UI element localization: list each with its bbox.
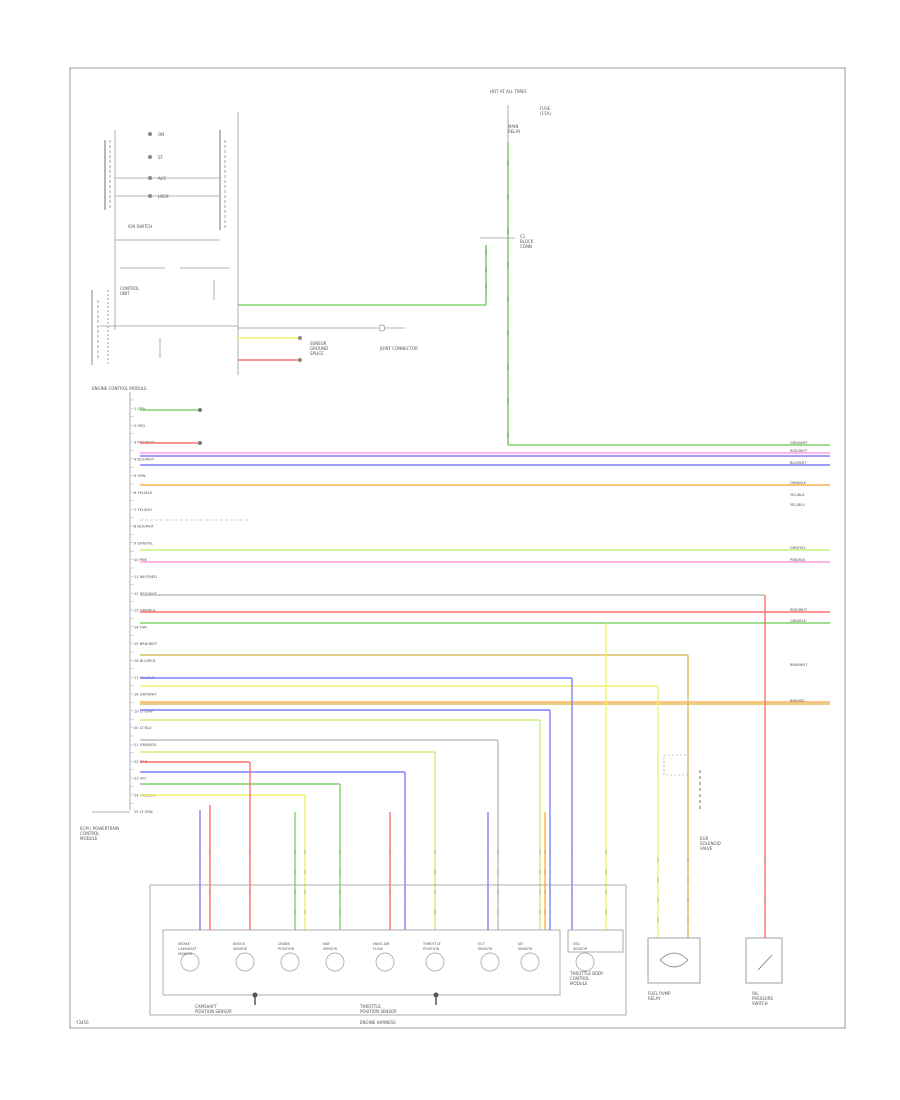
right-wire-label: GRN/BLK <box>790 619 807 623</box>
pin-label: 15 BRN/WHT <box>134 642 158 646</box>
pin-label: 18 GRY/WHT <box>134 693 157 697</box>
pin-label: 20 LT BLU <box>134 726 152 730</box>
pin-label: 11 WHT/RED <box>134 575 157 579</box>
ecm-header: ENGINE CONTROL MODULE <box>92 386 147 391</box>
sensor-symbol <box>280 952 300 972</box>
terminal-label: ON <box>158 132 164 137</box>
engine-harness-label: ENGINE HARNESS <box>360 1020 396 1025</box>
terminal-label: ST <box>158 155 164 160</box>
sensor-group-box <box>162 929 561 996</box>
pin-label: 5 ORN <box>134 474 146 478</box>
pin-label: 7 YEL/BLU <box>134 508 152 512</box>
fuel-cut-box <box>567 929 624 953</box>
right-wire-label: RED/WHT <box>790 449 808 453</box>
right-wire-label: BLU/WHT <box>790 461 807 465</box>
sensor-symbol <box>520 952 540 972</box>
sensor-symbol <box>325 952 345 972</box>
oil-pressure-switch <box>745 937 783 984</box>
fuel-pump-relay <box>647 937 701 984</box>
page-code: Y3456 <box>75 1020 89 1025</box>
pin-label: 9 GRN/YEL <box>134 541 153 545</box>
terminal-label: ACC <box>158 176 166 181</box>
ignition-switch-block <box>91 112 239 375</box>
right-wire-label: RED/WHT <box>790 608 808 612</box>
right-wire-label: GRN/YEL <box>790 546 806 550</box>
right-wire-label: GRN/WHT <box>790 441 808 445</box>
right-wire-label: YEL/BLU <box>790 503 805 507</box>
pin-label: 1 GRN <box>134 407 146 411</box>
pin-label: 14 TAN <box>134 625 147 629</box>
pin-label: 21 GRN/RED <box>134 743 157 747</box>
right-wire-label: YEL/BLK <box>790 493 805 497</box>
ignition-switch-label: IGN SWITCH <box>128 224 152 229</box>
hot-at-all-times-label: HOT AT ALL TIMES <box>490 89 527 94</box>
right-wire-label: BRN/WHT <box>790 663 808 667</box>
sensor-symbol <box>575 952 595 972</box>
right-wire-label: ORN/BLK <box>790 481 807 485</box>
wire-connector-dot <box>198 408 202 412</box>
right-label-group: GRN/WHT RED/WHT BLU/WHT ORN/BLK YEL/BLK YEL/B… <box>790 441 808 703</box>
right-wire-label: PNK/BLK <box>790 558 806 562</box>
diagram-frame <box>69 67 846 1029</box>
wire-connector-dot <box>198 441 202 445</box>
sensor-symbol <box>375 952 395 972</box>
pin-label: 12 RED/WHT <box>134 592 158 596</box>
sensor-symbol <box>180 952 200 972</box>
sensor-symbol <box>235 952 255 972</box>
engine-harness-box <box>149 884 627 1016</box>
pin-label: 10 PNK <box>134 558 148 562</box>
pin-label: 4 BLU/WHT <box>134 457 155 461</box>
pin-label: 2 RED <box>134 424 145 428</box>
wire-group <box>140 408 830 938</box>
pin-label: 8 BLK/WHT <box>134 525 155 529</box>
pin-label: 23 VIO <box>134 777 146 781</box>
pin-label: 19 LT GRN <box>134 709 153 713</box>
pin-label: 13 GRN/BLK <box>134 609 156 613</box>
pin-label: 6 YEL/BLK <box>134 491 153 495</box>
pin-label: 16 BLU/RED <box>134 659 156 663</box>
joint-connector-label: JOINT CONNECTOR <box>379 346 418 351</box>
terminal-label: LOCK <box>158 194 169 199</box>
sensor-symbol <box>480 952 500 972</box>
pin-label: 25 LT GRN <box>134 810 153 814</box>
sensor-symbol <box>425 952 445 972</box>
fuse-label: FUSE(15A) <box>540 106 551 116</box>
right-wire-label: BRN/YEL <box>790 699 805 703</box>
